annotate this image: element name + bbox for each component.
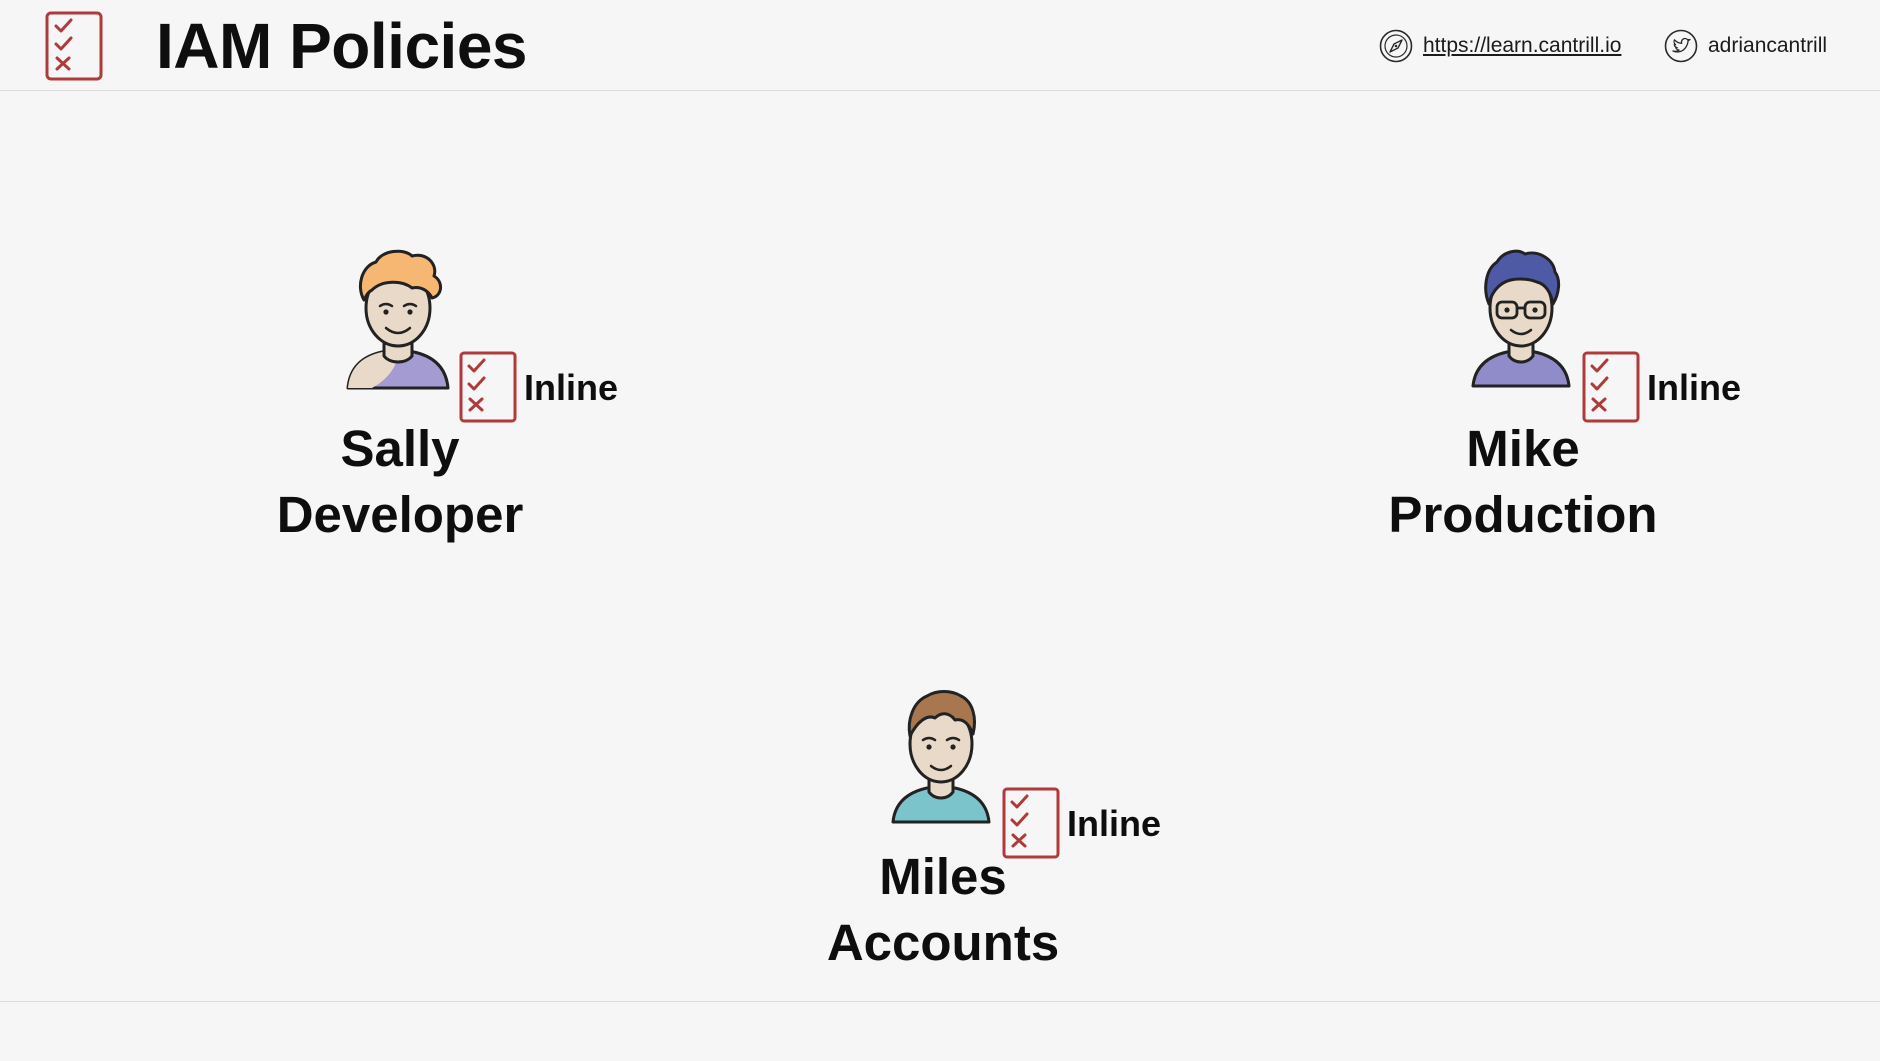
inline-policy-icon: [1002, 787, 1060, 859]
user-first-name: Mike: [1466, 420, 1580, 477]
user-role: Accounts: [826, 914, 1060, 971]
twitter-bird-icon: [1664, 29, 1698, 63]
compass-icon: [1379, 29, 1413, 63]
inline-policy-icon: [1582, 351, 1640, 423]
user-name: Miles Accounts: [793, 844, 1093, 976]
user-role: Production: [1388, 486, 1658, 543]
user-avatar-brown-hair-icon: [891, 690, 991, 824]
user-card-mike: Inline Mike Production: [1373, 246, 1741, 566]
user-role: Developer: [276, 486, 524, 543]
footer-divider: [0, 1001, 1880, 1002]
user-avatar-curly-orange-hair-icon: [346, 249, 450, 390]
user-name: Sally Developer: [250, 416, 550, 548]
user-card-sally: Inline Sally Developer: [250, 246, 618, 566]
twitter-handle-link[interactable]: adriancantrill: [1664, 28, 1827, 64]
policy-type-label: Inline: [524, 367, 619, 408]
course-site-url[interactable]: https://learn.cantrill.io: [1423, 34, 1622, 57]
policy-checklist-icon: [45, 11, 103, 81]
course-site-link[interactable]: https://learn.cantrill.io: [1379, 28, 1621, 64]
policy-type-label: Inline: [1647, 367, 1742, 408]
user-name: Mike Production: [1373, 416, 1673, 548]
user-first-name: Sally: [340, 420, 460, 477]
user-avatar-glasses-icon: [1471, 249, 1571, 388]
page-title: IAM Policies: [156, 10, 528, 82]
twitter-handle[interactable]: adriancantrill: [1708, 34, 1828, 57]
slide-header: IAM Policies https://learn.cantrill.io a…: [0, 0, 1880, 91]
policy-type-label: Inline: [1067, 803, 1162, 844]
iam-users-diagram: Inline Sally Developer Inline: [0, 91, 1880, 1001]
inline-policy-icon: [459, 351, 517, 423]
user-first-name: Miles: [879, 848, 1007, 905]
user-card-miles: Inline Miles Accounts: [793, 682, 1161, 1002]
